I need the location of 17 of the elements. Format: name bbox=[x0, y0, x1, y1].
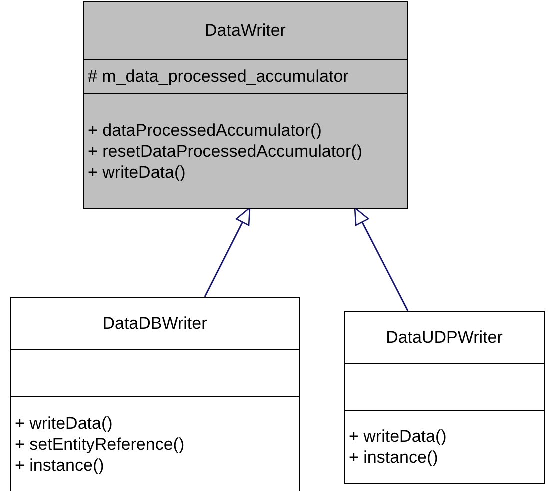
inheritance-arrow bbox=[204, 207, 251, 298]
class-box bbox=[10, 297, 300, 491]
class-name: DataDBWriter bbox=[102, 313, 208, 334]
class-name: DataWriter bbox=[205, 20, 286, 41]
method: + setEntityReference() bbox=[15, 434, 186, 455]
method: + resetDataProcessedAccumulator() bbox=[88, 140, 364, 162]
inheritance-arrow bbox=[354, 207, 409, 312]
method: + instance() bbox=[15, 455, 106, 476]
method: + writeData() bbox=[349, 426, 448, 447]
class-box bbox=[83, 1, 408, 209]
method: + writeData() bbox=[88, 162, 187, 182]
method: + dataProcessedAccumulator() bbox=[88, 120, 323, 140]
method: + writeData() bbox=[15, 413, 114, 434]
class-box bbox=[344, 311, 545, 484]
method: + instance() bbox=[349, 447, 440, 468]
class-name: DataUDPWriter bbox=[386, 327, 503, 348]
attribute: # m_data_processed_accumulator bbox=[88, 66, 350, 87]
